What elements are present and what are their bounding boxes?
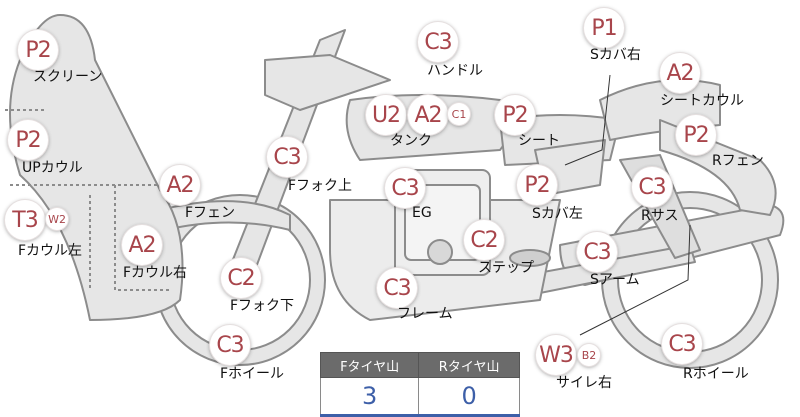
s-cover-right-label: Sカバ右: [590, 47, 641, 63]
eg-code-badge: C3: [385, 168, 425, 208]
r-fender-label: Rフェン: [712, 153, 764, 169]
s-cover-left-code-badge: P2: [517, 165, 557, 205]
s-cover-right-code-badge: P1: [584, 8, 624, 48]
up-cowl-label: UPカウル: [22, 160, 83, 176]
front-fender-shape: [159, 200, 291, 231]
step-label: ステップ: [478, 260, 534, 276]
f-fork-lower-label: Fフォク下: [230, 298, 295, 314]
s-cover-left-label: Sカバ左: [532, 206, 583, 222]
f-cowl-left-code-badge: T3: [5, 200, 45, 240]
f-fender-code-badge: A2: [160, 165, 200, 205]
r-wheel-label: Rホイール: [683, 366, 749, 382]
step-code-badge: C2: [464, 220, 504, 260]
screen-code-badge: P2: [18, 30, 58, 70]
r-wheel-code-badge: C3: [662, 324, 702, 364]
tire-tread-table: Fタイヤ山 Rタイヤ山 3 0: [319, 352, 520, 417]
s-arm-code-badge: C3: [577, 232, 617, 272]
handle-label: ハンドル: [427, 63, 483, 79]
muffler-right-code-badge: W3: [536, 335, 576, 375]
r-fender-code-badge: P2: [676, 115, 716, 155]
f-cowl-left-label: Fカウル左: [18, 243, 83, 259]
f-cowl-right-code-badge: A2: [122, 225, 162, 265]
seat-code-badge: P2: [495, 95, 535, 135]
tank-code-badge: C1: [448, 103, 470, 125]
r-sus-code-badge: C3: [632, 167, 672, 207]
f-fork-upper-label: Fフォク上: [288, 178, 353, 194]
up-cowl-code-badge: P2: [8, 120, 48, 160]
eg-label: EG: [412, 205, 432, 221]
muffler-right-label: サイレ右: [556, 375, 612, 391]
f-wheel-code-badge: C3: [210, 325, 250, 365]
f-cowl-left-code-badge: W2: [46, 208, 68, 230]
rear-tire-header: Rタイヤ山: [418, 352, 520, 378]
seat-label: シート: [518, 133, 560, 149]
muffler-right-code-badge: B2: [578, 344, 600, 366]
frame-label: フレーム: [397, 306, 453, 322]
screen-label: スクリーン: [33, 69, 103, 85]
front-tire-header: Fタイヤ山: [319, 352, 420, 378]
f-fender-label: Fフェン: [185, 205, 236, 221]
handle-code-badge: C3: [418, 22, 458, 62]
rear-tire-value: 0: [418, 377, 520, 417]
tank-code-badge: U2: [366, 95, 406, 135]
f-cowl-right-label: Fカウル右: [123, 265, 188, 281]
handle-shape: [264, 54, 391, 111]
seat-cowl-label: シートカウル: [660, 93, 744, 109]
tank-code-badge: A2: [408, 95, 448, 135]
f-fork-upper-code-badge: C3: [267, 137, 307, 177]
frame-code-badge: C3: [377, 268, 417, 308]
f-wheel-label: Fホイール: [220, 366, 285, 382]
r-sus-label: Rサス: [641, 208, 679, 224]
s-arm-label: Sアーム: [590, 272, 640, 288]
front-tire-value: 3: [319, 377, 420, 417]
seat-cowl-code-badge: A2: [660, 53, 700, 93]
f-fork-lower-code-badge: C2: [221, 258, 261, 298]
tank-label: タンク: [390, 133, 432, 149]
